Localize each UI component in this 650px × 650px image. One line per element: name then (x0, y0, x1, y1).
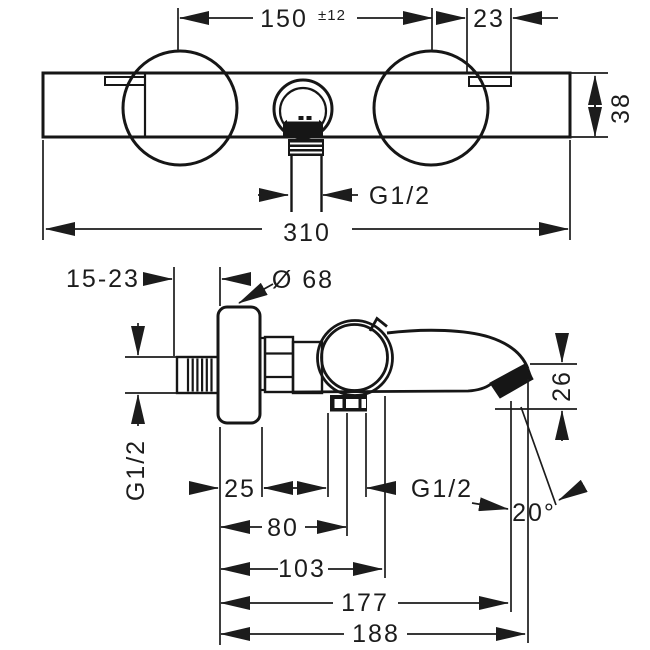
dim-26-label: 26 (548, 370, 576, 402)
knob-index-tab (368, 316, 388, 332)
angle-reference-line (520, 406, 557, 506)
angle-leader-2 (558, 479, 588, 501)
thermostat-knob-inner (320, 323, 389, 392)
dim-tolerance-label: ±12 (318, 7, 346, 24)
dim-80-label: 80 (267, 514, 299, 542)
wall-thread-label: G1/2 (122, 439, 150, 501)
hose-thread-label: G1/2 (411, 475, 473, 503)
dim-103-label: 103 (278, 555, 326, 583)
left-clip-slot (104, 76, 146, 86)
spout-underside (292, 382, 492, 394)
side-view-dimensions (125, 267, 588, 645)
left-escutcheon (121, 49, 239, 167)
dim-25-label: 25 (224, 475, 256, 503)
union-nut (263, 335, 295, 394)
right-escutcheon (372, 49, 490, 167)
labels: 150 ±12 23 38 G1/2 310 15-23 Ø 68 G1/2 2… (66, 5, 635, 648)
front-thread-label: G1/2 (369, 182, 431, 210)
side-view-object (175, 305, 534, 425)
angle-20-label: 20° (512, 499, 556, 527)
dim-310-label: 310 (283, 219, 331, 247)
angle-leader (471, 497, 509, 512)
right-clip-slot (468, 76, 512, 87)
escutcheon-side (216, 305, 262, 425)
front-view-object (41, 49, 572, 212)
spout-top (386, 328, 530, 370)
spout-aerator (489, 363, 534, 399)
dim-150-label: 150 (260, 5, 308, 33)
hose-ring-outer (272, 78, 334, 140)
front-view-dimensions (42, 8, 608, 240)
dim-177-label: 177 (341, 589, 389, 617)
dim-wall-range-label: 15-23 (66, 265, 140, 293)
thermostat-knob-outer (316, 319, 394, 397)
dim-diameter-label: Ø 68 (272, 266, 334, 294)
dim-23-label: 23 (473, 5, 505, 33)
dim-38-label: 38 (607, 92, 635, 124)
dim-188-label: 188 (352, 620, 400, 648)
diameter-leader (238, 282, 274, 304)
